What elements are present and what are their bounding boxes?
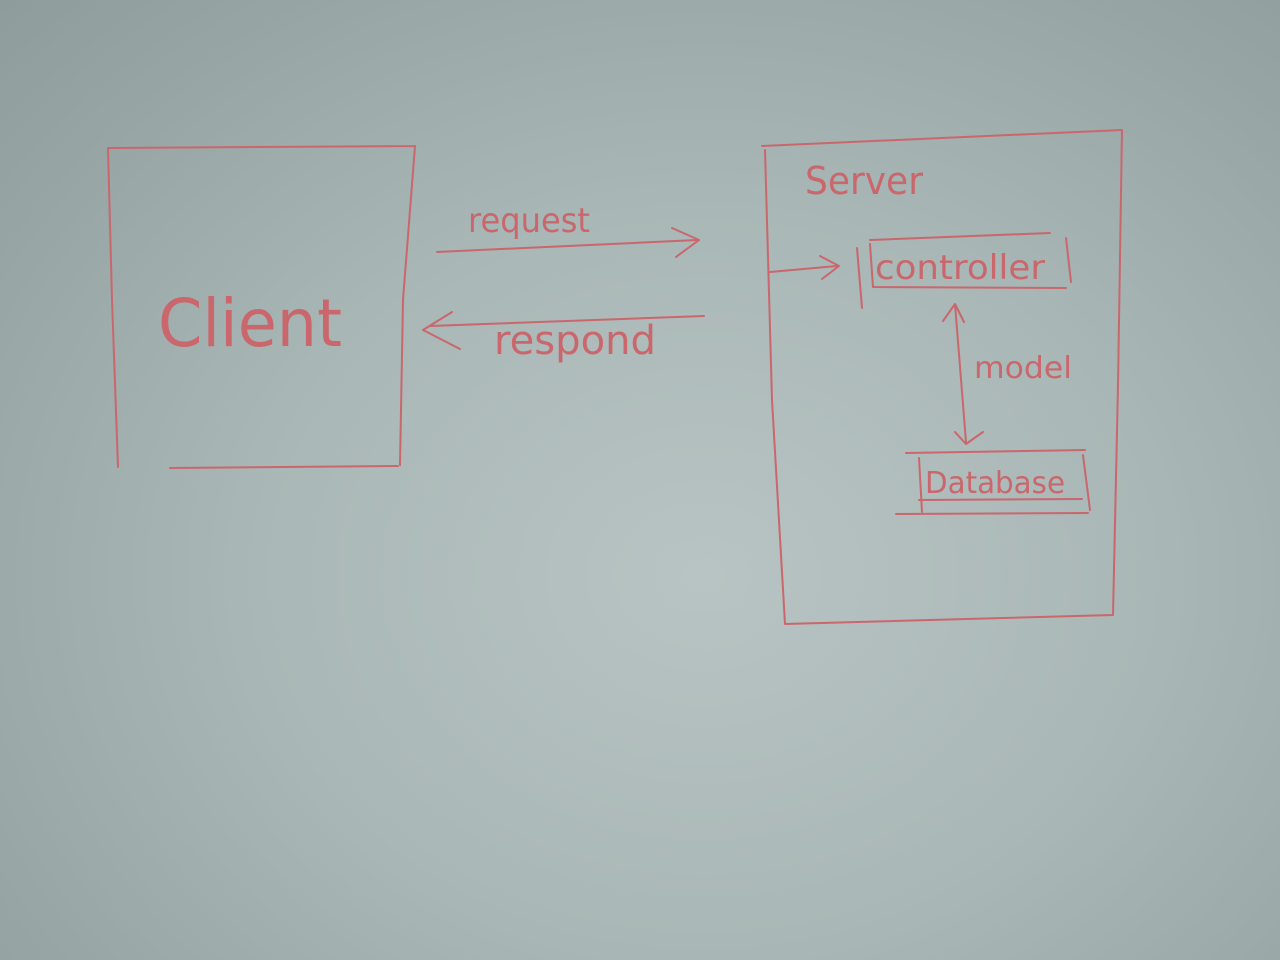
database-box: Database [895, 449, 1091, 515]
database-label: Database [925, 466, 1065, 501]
request-arrow: request [436, 201, 700, 258]
client-label: Client [158, 285, 342, 362]
server-box: Server [761, 129, 1123, 625]
model-label: model [974, 351, 1072, 386]
request-label: request [468, 201, 590, 241]
incoming-arrow [769, 255, 840, 280]
client-box: Client [107, 145, 416, 469]
respond-arrow: respond [422, 311, 705, 364]
model-link: model [942, 303, 1072, 445]
controller-label: controller [875, 248, 1045, 288]
controller-box: controller [856, 232, 1072, 309]
respond-label: respond [494, 318, 656, 364]
server-label: Server [805, 159, 923, 203]
